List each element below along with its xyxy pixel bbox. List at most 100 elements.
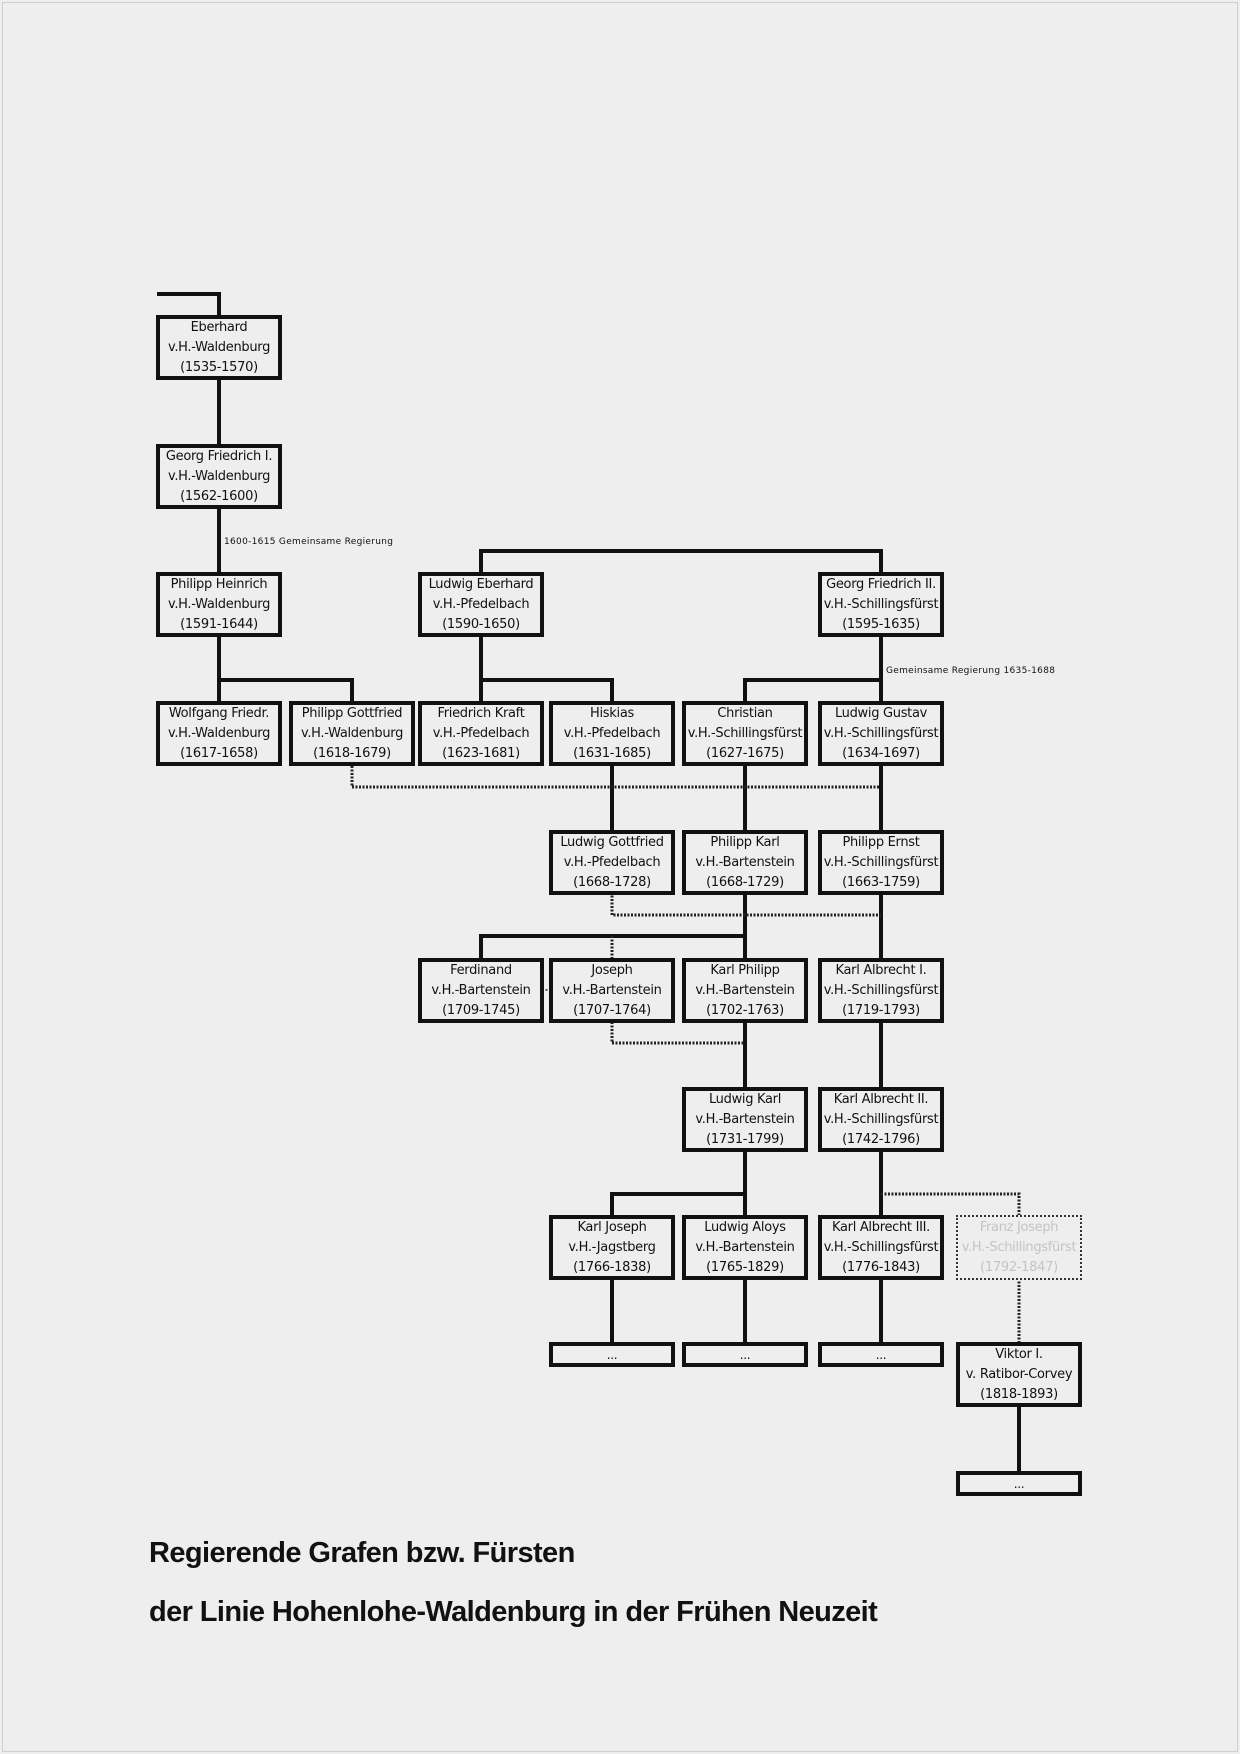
- person-years: (1627-1675): [706, 745, 784, 761]
- person-years: (1707-1764): [573, 1002, 651, 1018]
- person-name: Karl Albrecht III.: [831, 1219, 931, 1235]
- person-box: Wolfgang Friedr.v.H.-Waldenburg(1617-165…: [156, 701, 282, 766]
- person-line: v.H.-Waldenburg: [167, 596, 271, 612]
- person-box: Viktor I. v. Ratibor-Corvey (1818-1893): [956, 1342, 1082, 1407]
- continuation-box: ...: [956, 1471, 1082, 1496]
- person-name: Philipp Ernst: [842, 834, 920, 850]
- person-name: Philipp Karl: [710, 834, 780, 850]
- person-name: Franz Joseph: [979, 1219, 1059, 1235]
- person-line: v.H.-Pfedelbach: [432, 596, 530, 612]
- person-line: v.H.-Bartenstein: [562, 982, 662, 998]
- person-box: Christian v.H.-Schillingsfürst (1627-1675): [682, 701, 808, 766]
- person-line: v. Ratibor-Corvey: [965, 1366, 1073, 1382]
- person-name: Friedrich Kraft: [437, 705, 525, 721]
- person-box: Hiskias v.H.-Pfedelbach (1631-1685): [549, 701, 675, 766]
- person-years: (1590-1650): [442, 616, 520, 632]
- person-box: Georg Friedrich II. v.H.-Schillingsfürst (…: [818, 572, 944, 637]
- person-name: Georg Friedrich II.: [826, 576, 936, 592]
- person-box: Karl Albrecht III. v.H.-Schillingsfürst (1…: [818, 1215, 944, 1280]
- person-box: Karl Joseph v.H.-Jagstberg (1766-1838): [549, 1215, 675, 1280]
- person-line: v.H.-Schillingsfürst: [687, 725, 803, 741]
- person-box: Ludwig Eberhard v.H.-Pfedelbach (1590-1650…: [418, 572, 544, 637]
- person-name: Ferdinand: [450, 962, 512, 978]
- person-years: (1668-1728): [573, 874, 651, 890]
- title-line-1: Regierende Grafen bzw. Fürsten: [149, 1537, 575, 1569]
- person-years: (1668-1729): [706, 874, 784, 890]
- person-box: Georg Friedrich I. v.H.-Waldenburg (1562-1…: [156, 444, 282, 509]
- person-years: (1663-1759): [842, 874, 920, 890]
- person-years: (1591-1644): [180, 616, 258, 632]
- person-years: (1595-1635): [842, 616, 920, 632]
- person-years: (1562-1600): [180, 488, 258, 504]
- person-box: Philipp Karl v.H.-Bartenstein (1668-1729): [682, 830, 808, 895]
- person-line: v.H.-Pfedelbach: [563, 854, 661, 870]
- person-name: Hiskias: [590, 705, 634, 721]
- person-name: Wolfgang Friedr.: [168, 705, 270, 721]
- person-box: Eberhard v.H.-Waldenburg (1535-1570): [156, 315, 282, 380]
- person-name: Joseph: [591, 962, 633, 978]
- person-name: Karl Joseph: [577, 1219, 647, 1235]
- person-name: Ludwig Eberhard: [428, 576, 534, 592]
- person-line: v.H.-Schillingsfürst: [823, 1111, 939, 1127]
- person-line: v.H.-Waldenburg: [167, 339, 271, 355]
- person-line: v.H.-Bartenstein: [695, 854, 795, 870]
- person-years: (1765-1829): [706, 1259, 784, 1275]
- person-box: Philipp Heinrich v.H.-Waldenburg (1591-164…: [156, 572, 282, 637]
- person-box: Philipp Ernst v.H.-Schillingsfürst (1663-1…: [818, 830, 944, 895]
- person-years: (1731-1799): [706, 1131, 784, 1147]
- person-name: Philipp Gottfried: [301, 705, 403, 721]
- person-line: v.H.-Waldenburg: [300, 725, 404, 741]
- person-box: Joseph v.H.-Bartenstein (1707-1764): [549, 958, 675, 1023]
- person-line: v.H.-Waldenburg: [167, 468, 271, 484]
- person-box: Ludwig Aloys v.H.-Bartenstein (1765-1829): [682, 1215, 808, 1280]
- person-name: Karl Albrecht I.: [835, 962, 927, 978]
- person-box: Philipp Gottfried v.H.-Waldenburg (1618-16…: [289, 701, 415, 766]
- person-years: (1742-1796): [842, 1131, 920, 1147]
- person-name: Viktor I.: [995, 1346, 1043, 1362]
- continuation-box: ...: [682, 1342, 808, 1367]
- title-line-2: der Linie Hohenlohe-Waldenburg in der Fr…: [149, 1596, 878, 1628]
- person-years: (1623-1681): [442, 745, 520, 761]
- person-years: (1702-1763): [706, 1002, 784, 1018]
- person-name: Ludwig Karl: [708, 1091, 782, 1107]
- person-box: Ludwig Karl v.H.-Bartenstein (1731-1799): [682, 1087, 808, 1152]
- person-name: Karl Philipp: [710, 962, 780, 978]
- person-name: Ludwig Aloys: [704, 1219, 786, 1235]
- person-line: v.H.-Schillingsfürst: [823, 854, 939, 870]
- person-years: (1631-1685): [573, 745, 651, 761]
- person-line: v.H.-Bartenstein: [695, 1239, 795, 1255]
- person-name: Christian: [717, 705, 773, 721]
- solid-connectors: [157, 292, 1021, 1471]
- person-line: v.H.-Bartenstein: [695, 982, 795, 998]
- person-line: v.H.-Pfedelbach: [563, 725, 661, 741]
- person-years: (1766-1838): [573, 1259, 651, 1275]
- person-line: v.H.-Schillingsfürst: [823, 1239, 939, 1255]
- person-box: Karl Albrecht I.v.H.-Schillingsfürst(171…: [818, 958, 944, 1023]
- person-line: v.H.-Schillingsfürst: [823, 596, 939, 612]
- person-line: v.H.-Schillingsfürst: [961, 1239, 1077, 1255]
- person-name: Eberhard: [190, 319, 248, 335]
- person-years: (1535-1570): [180, 359, 258, 375]
- person-years: (1618-1679): [313, 745, 391, 761]
- person-name: Georg Friedrich I.: [165, 448, 273, 464]
- dashed-connectors: [350, 766, 1021, 1342]
- continuation-box: ...: [818, 1342, 944, 1367]
- person-box: Karl Philipp v.H.-Bartenstein (1702-1763): [682, 958, 808, 1023]
- person-line: v.H.-Waldenburg: [167, 725, 271, 741]
- joint-rule-note-1600: 1600-1615 Gemeinsame Regierung: [224, 537, 394, 547]
- person-line: v.H.-Bartenstein: [695, 1111, 795, 1127]
- person-years: (1776-1843): [842, 1259, 920, 1275]
- person-name: Karl Albrecht II.: [833, 1091, 929, 1107]
- person-name: Philipp Heinrich: [170, 576, 268, 592]
- person-years: (1818-1893): [980, 1386, 1058, 1402]
- person-line: v.H.-Jagstberg: [568, 1239, 656, 1255]
- person-line: v.H.-Schillingsfürst: [823, 725, 939, 741]
- person-line: v.H.-Schillingsfürst: [823, 982, 939, 998]
- joint-rule-note-1635: Gemeinsame Regierung 1635-1688: [886, 666, 1056, 676]
